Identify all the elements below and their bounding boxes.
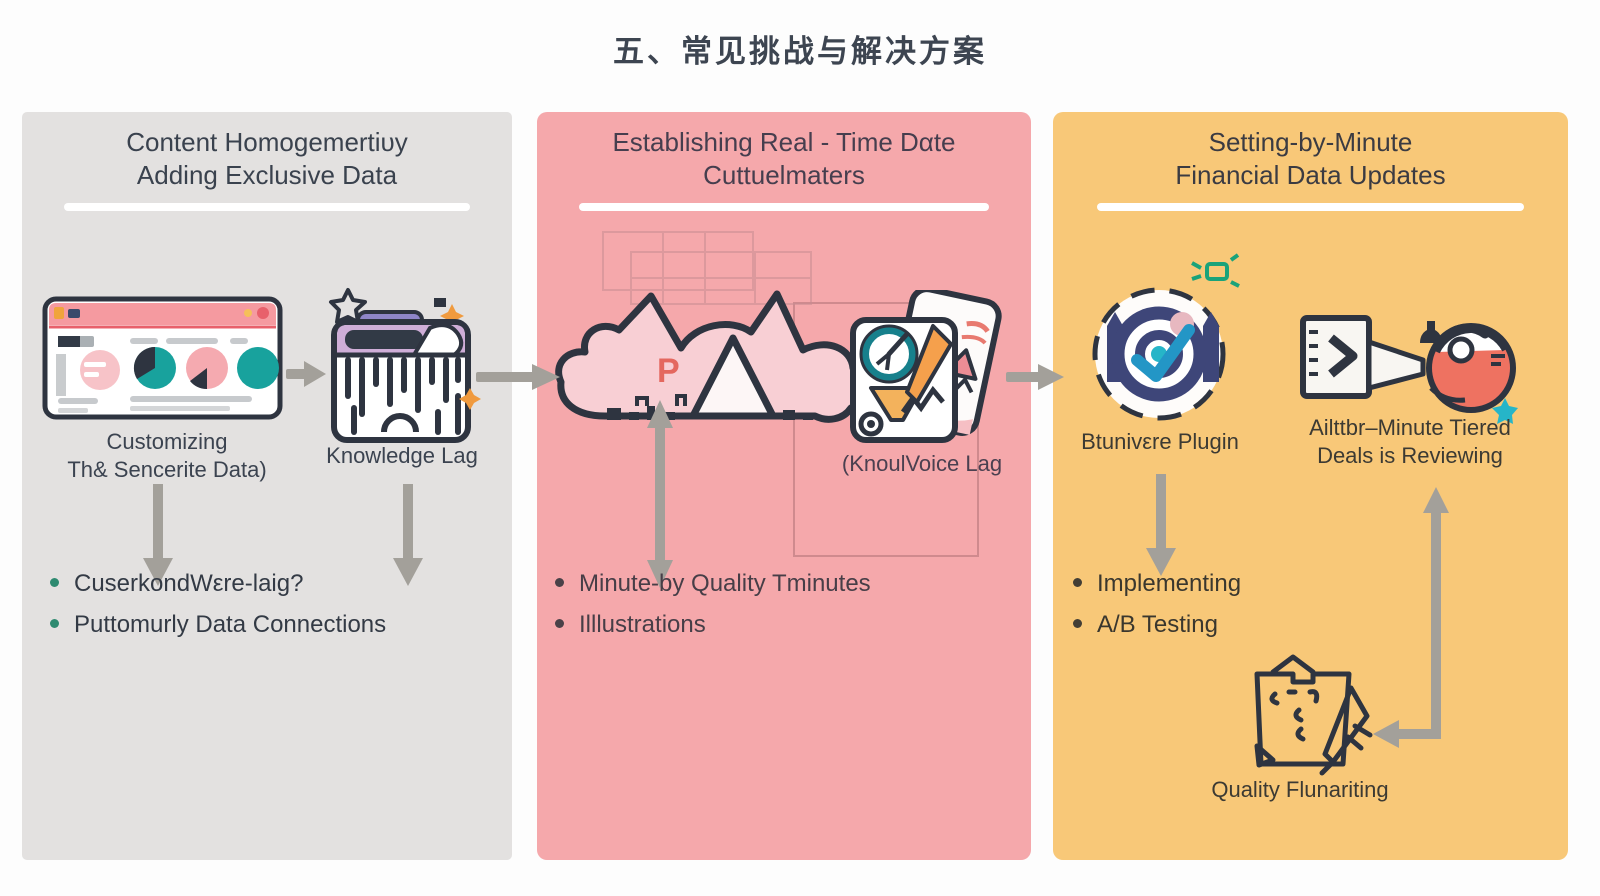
- browser-caption-line2: Th& Sencerite Data): [67, 457, 267, 482]
- bullet-text: A/B Testing: [1097, 611, 1218, 638]
- reviewer-caption: Ailttbr–Minute Tiered Deals is Reviewing: [1265, 414, 1555, 470]
- bullet-text: Minute-by Quality Tminutes: [579, 570, 871, 597]
- panel-header-line1: Content Homogemertiυy: [126, 127, 408, 157]
- down-arrow-icon: [390, 484, 426, 586]
- bullet-dot: [50, 578, 59, 587]
- folder-caption: Knowledge Lag: [326, 443, 478, 468]
- bullet-list: Minute-by Quality Tminutes Illlustration…: [555, 570, 871, 639]
- bullet-item: Minute-by Quality Tminutes: [555, 570, 871, 598]
- right-arrow-icon: [476, 360, 560, 394]
- document-review-globe-icon: [1295, 300, 1525, 428]
- header-underline: [1096, 203, 1525, 211]
- bullet-text: Puttomurly Data Connections: [74, 611, 387, 638]
- browser-caption-line1: Customizing: [106, 429, 228, 454]
- report-cards-icon: [845, 290, 1007, 462]
- knowledge-folder-icon: [318, 280, 484, 464]
- panel-header: Setting-by-Minute Financial Data Updates: [1053, 126, 1568, 211]
- target-check-icon: [1085, 252, 1241, 439]
- reviewer-caption-line1: Ailttbr–Minute Tiered: [1309, 415, 1511, 440]
- header-underline: [63, 203, 471, 211]
- bullet-item: Illlustrations: [555, 611, 871, 639]
- bullet-item: A/B Testing: [1073, 611, 1241, 639]
- clipboard-pen-icon: [1235, 654, 1385, 784]
- bullet-text: Illlustrations: [579, 611, 706, 638]
- panel-header-line2: Financial Data Updates: [1175, 160, 1446, 190]
- bullet-dot: [50, 619, 59, 628]
- bullet-dot: [555, 619, 564, 628]
- data-cloud-mountains-icon: P: [545, 230, 881, 448]
- target-caption: Btunivεre Plugin: [1081, 429, 1239, 454]
- header-underline: [578, 203, 989, 211]
- bullet-dot: [555, 578, 564, 587]
- bullet-list: CuserkondWεre-laig? Puttomurly Data Conn…: [50, 570, 386, 639]
- bullet-text: Implementing: [1097, 570, 1242, 597]
- panel-header-line1: Setting-by-Minute: [1208, 127, 1413, 157]
- panel-header-line2: Cuttuelmaters: [703, 160, 865, 190]
- panel-header-line1: Establishing Real - Time Dαte: [612, 127, 956, 157]
- panel-content-homogeneity: Content Homogemertiυy Adding Exclusive D…: [22, 112, 512, 860]
- panel-header-line2: Adding Exclusive Data: [136, 160, 398, 190]
- right-arrow-small-icon: [286, 358, 326, 390]
- right-arrow-icon: [1006, 360, 1064, 394]
- elbow-arrow-icon: [1373, 487, 1453, 757]
- bullet-item: CuserkondWεre-laig?: [50, 570, 386, 598]
- faint-frame: [793, 302, 979, 557]
- panel-realtime-data: Establishing Real - Time Dαte Cuttuelmat…: [537, 112, 1031, 860]
- page-title: 五、常见挑战与解决方案: [613, 34, 987, 69]
- down-arrow-icon: [140, 484, 176, 586]
- browser-caption: Customizing Th& Sencerite Data): [22, 428, 312, 484]
- bullet-item: Puttomurly Data Connections: [50, 611, 386, 639]
- panel-header: Content Homogemertiυy Adding Exclusive D…: [22, 126, 512, 211]
- down-arrow-icon: [1143, 474, 1179, 576]
- bullet-dot: [1073, 619, 1082, 628]
- bullet-list: Implementing A/B Testing: [1073, 570, 1241, 639]
- bullet-item: Implementing: [1073, 570, 1241, 598]
- panel-header: Establishing Real - Time Dαte Cuttuelmat…: [537, 126, 1031, 211]
- bullet-dot: [1073, 578, 1082, 587]
- cloud-letter: P: [657, 352, 680, 390]
- analytics-browser-icon: [42, 296, 283, 420]
- panel-financial-updates: Setting-by-Minute Financial Data Updates: [1053, 112, 1568, 860]
- reviewer-caption-line2: Deals is Reviewing: [1317, 443, 1503, 468]
- bullet-text: CuserkondWεre-laig?: [74, 570, 304, 597]
- cards-caption: (KnoulVoice Lag: [841, 451, 1003, 476]
- up-down-arrow-icon: [645, 400, 675, 588]
- clipboard-caption: Quality Flunariting: [1211, 777, 1389, 802]
